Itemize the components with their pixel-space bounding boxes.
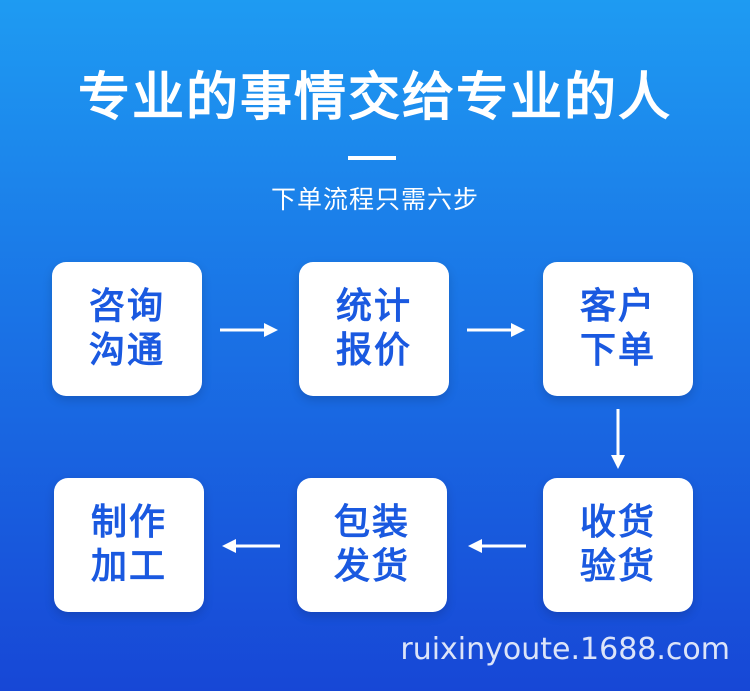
step-label-line2: 报价 [335, 330, 412, 371]
watermark-url: ruixinyoute.1688.com [400, 632, 730, 667]
title-divider [348, 156, 396, 160]
step-label-line2: 沟通 [88, 330, 165, 371]
step-label-line2: 加工 [90, 546, 167, 587]
step-manufacture: 制作 加工 [54, 478, 204, 612]
step-quote: 统计 报价 [299, 262, 449, 396]
page-subtitle: 下单流程只需六步 [270, 185, 479, 214]
step-label-line2: 验货 [579, 546, 656, 587]
step-label-line1: 客户 [579, 286, 656, 327]
step-pack-ship: 包装 发货 [297, 478, 447, 612]
step-order: 客户 下单 [543, 262, 693, 396]
page-title: 专业的事情交给专业的人 [77, 68, 672, 128]
step-consult: 咨询 沟通 [52, 262, 202, 396]
arrow-left-icon [222, 539, 280, 553]
arrow-right-icon [220, 323, 278, 337]
step-label-line2: 发货 [333, 546, 410, 587]
step-inspect: 收货 验货 [543, 478, 693, 612]
arrow-down-icon [611, 409, 625, 469]
step-label-line1: 收货 [579, 502, 656, 543]
step-label-line1: 统计 [335, 286, 412, 327]
step-label-line1: 咨询 [88, 286, 165, 327]
step-label-line1: 制作 [90, 502, 167, 543]
step-label-line2: 下单 [579, 330, 656, 371]
step-label-line1: 包装 [333, 502, 410, 543]
arrow-left-icon [468, 539, 526, 553]
arrow-right-icon [467, 323, 525, 337]
